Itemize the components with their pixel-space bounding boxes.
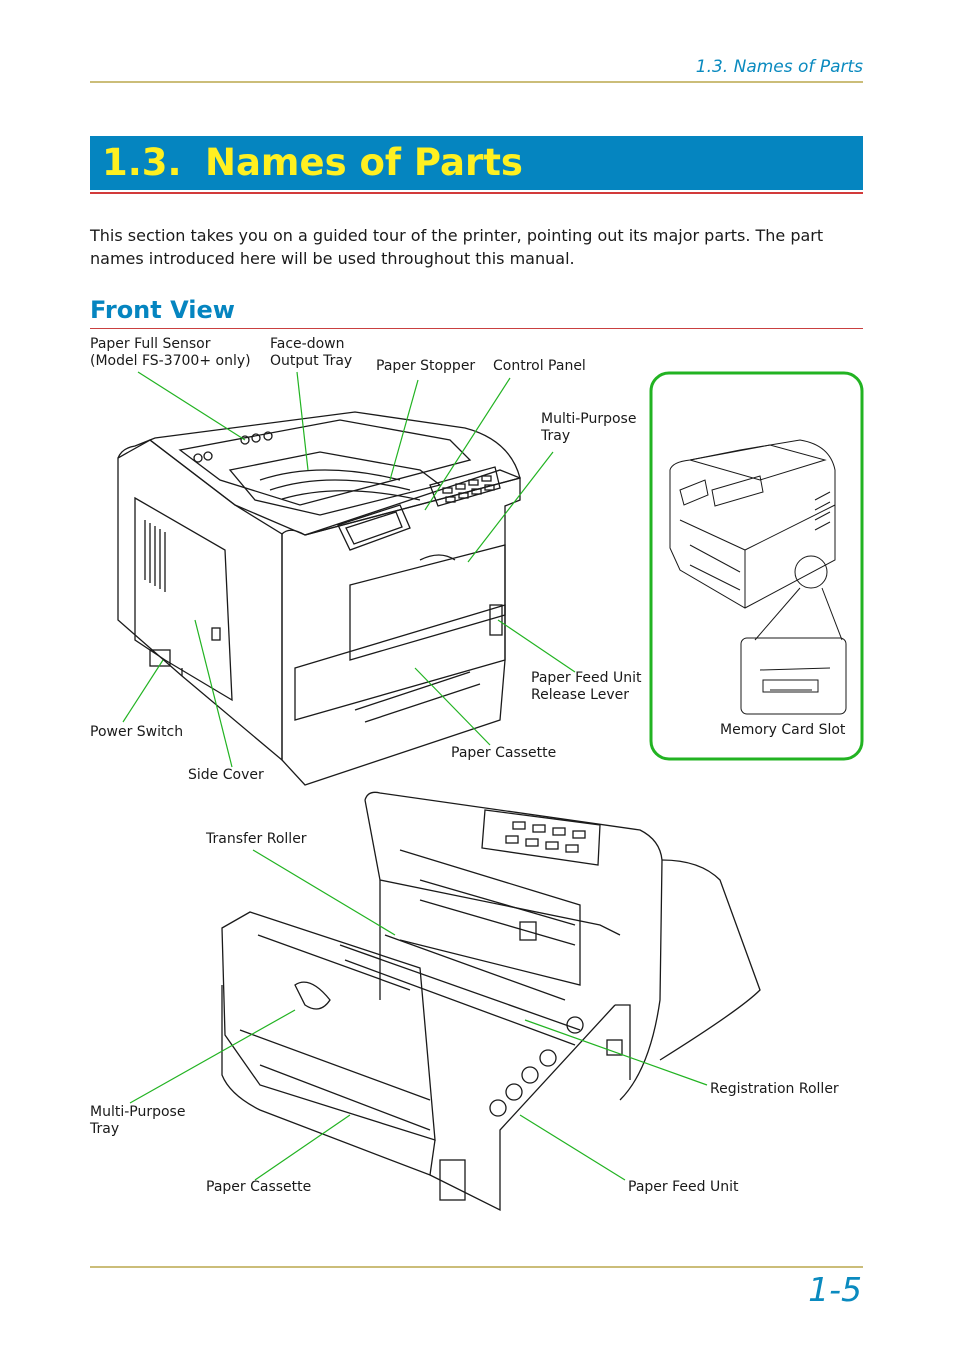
label-paper-stopper: Paper Stopper [376,358,476,374]
main-printer-drawing [117,411,521,786]
title-bar [90,136,863,190]
leader-lines [122,371,708,1181]
label-paper-feed-unit: Paper Feed Unit [628,1179,739,1195]
label-face-down: Face-down [270,336,345,352]
label-output-tray: Output Tray [270,353,353,369]
title-underline [90,192,863,194]
label-release-lever: Release Lever [531,687,629,703]
intro-paragraph: This section takes you on a guided tour … [90,226,824,268]
label-feed-unit-release: Paper Feed Unit [531,670,642,686]
section-heading: Front View [90,296,235,324]
section-rule [90,328,863,329]
label-mp-tray-top: Multi-Purpose [541,411,637,427]
label-registration-roller: Registration Roller [710,1081,839,1097]
footer-rule [90,1266,863,1268]
inset-printer-drawing [669,439,847,715]
label-memory-card-slot: Memory Card Slot [720,722,846,738]
page-number: 1-5 [808,1270,862,1309]
label-paper-full-sensor-note: (Model FS-3700+ only) [90,353,251,369]
open-printer-drawing [221,791,761,1212]
section-number: 1.3. [102,141,182,184]
page-title: Names of Parts [205,141,523,184]
label-paper-full-sensor: Paper Full Sensor [90,336,211,352]
label-control-panel: Control Panel [493,358,586,374]
label-power-switch: Power Switch [90,724,184,740]
inset-frame [649,371,864,761]
label-mp-tray-top-2: Tray [541,428,571,444]
label-mp-tray-bottom-2: Tray [90,1121,120,1137]
label-paper-cassette-top: Paper Cassette [451,745,557,761]
label-transfer-roller: Transfer Roller [206,831,307,847]
label-side-cover: Side Cover [188,767,264,783]
label-mp-tray-bottom: Multi-Purpose [90,1104,186,1120]
label-paper-cassette-bottom: Paper Cassette [206,1179,312,1195]
running-header: 1.3. Names of Parts [695,57,863,77]
header-rule [90,81,863,83]
